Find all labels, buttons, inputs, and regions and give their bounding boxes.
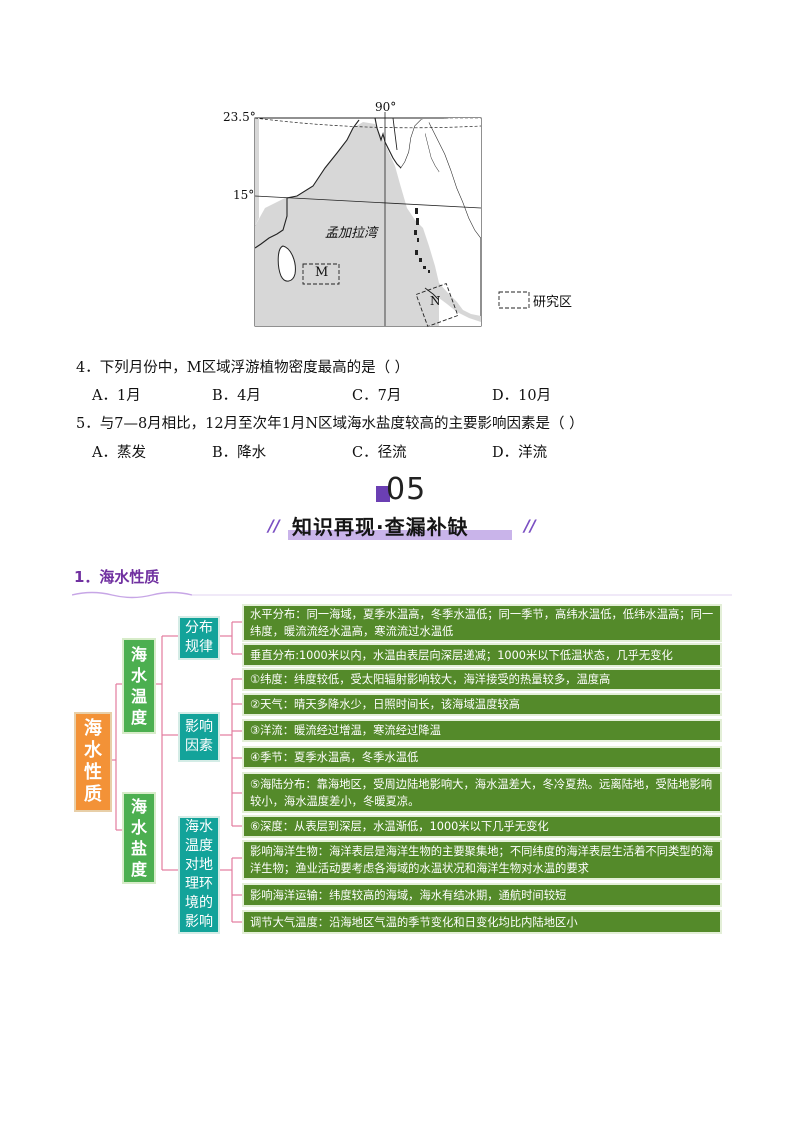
- banner-mark: [376, 486, 390, 502]
- q5-option-c[interactable]: C．径流: [352, 445, 407, 461]
- node-dist-label: 分布规律: [185, 620, 213, 655]
- leaf-currents: ③洋流：暖流经过增温，寒流经过降温: [242, 719, 722, 742]
- section-title: 1．海水性质: [74, 568, 160, 586]
- lon-label: 90°: [375, 100, 397, 114]
- leaf-depth: ⑥深度：从表层到深层，水温渐低，1000米以下几乎无变化: [242, 815, 722, 838]
- andaman-islands: [414, 208, 430, 273]
- leaf-text: 垂直分布:1000米以内，水温由表层向深层递减；1000米以下低温状态，几乎无变…: [250, 648, 673, 662]
- q4-option-b[interactable]: B．4月: [212, 388, 261, 404]
- lat-mid-label: 15°: [233, 188, 255, 202]
- section-divider: [72, 591, 732, 599]
- leaf-text: 影响海洋运输：纬度较高的海域，海水有结冰期，通航时间较短: [250, 888, 567, 902]
- root-label: 海水性质: [84, 718, 102, 805]
- legend-label: 研究区: [533, 295, 573, 310]
- question-4: 4．下列月份中，M区域浮游植物密度最高的是（ ）: [76, 360, 410, 376]
- node-factors: 影响因素: [178, 712, 220, 762]
- leaf-text: ②天气：晴天多降水少，日照时间长，该海域温度较高: [250, 698, 520, 711]
- sea-area: [255, 122, 481, 326]
- mindmap-root: 海水性质: [74, 712, 112, 812]
- zone-n-label: N: [430, 294, 441, 308]
- banner-title: 知识再现·查漏补缺: [292, 515, 469, 539]
- q4-option-a[interactable]: A．1月: [92, 388, 141, 404]
- banner-right-slash: //: [524, 516, 536, 535]
- node-environment-impact: 海水温度对地理环境的影响: [178, 816, 220, 934]
- sri-lanka: [277, 245, 296, 282]
- lat-15-line: [254, 195, 482, 209]
- leaf-horizontal-distribution: 水平分布：同一海域，夏季水温高，冬季水温低；同一季节，高纬水温低，低纬水温高；同…: [242, 604, 722, 642]
- q5-option-d[interactable]: D．洋流: [492, 445, 548, 461]
- bay-of-bengal-map: 23.5° 15° 90° 孟加拉湾 M N 研究区: [223, 98, 595, 330]
- lat-top-label: 23.5°: [223, 110, 256, 124]
- q5-option-a[interactable]: A．蒸发: [92, 445, 146, 461]
- node-factors-label: 影响因素: [185, 719, 213, 754]
- leaf-text: ④季节：夏季水温高，冬季水温低: [250, 751, 419, 764]
- q4-option-d[interactable]: D．10月: [492, 388, 552, 404]
- bay-label: 孟加拉湾: [325, 226, 378, 241]
- banner-left-slash: //: [268, 516, 280, 535]
- node-seawater-temperature: 海水温度: [122, 638, 156, 734]
- leaf-latitude: ①纬度：纬度较低，受太阳辐射影响较大，海洋接受的热量较多，温度高: [242, 668, 722, 691]
- node-salinity-label: 海水盐度: [130, 797, 147, 879]
- leaf-weather: ②天气：晴天多降水少，日照时间长，该海域温度较高: [242, 693, 722, 716]
- node-seawater-salinity: 海水盐度: [122, 792, 156, 884]
- zone-n-box: [415, 282, 459, 328]
- q5-option-b[interactable]: B．降水: [212, 445, 267, 461]
- node-temp-label: 海水温度: [130, 645, 147, 727]
- q4-option-c[interactable]: C．7月: [352, 388, 402, 404]
- leaf-land-sea: ⑤海陆分布：靠海地区，受周边陆地影响大，海水温差大，冬冷夏热。远离陆地，受陆地影…: [242, 772, 722, 813]
- leaf-season: ④季节：夏季水温高，冬季水温低: [242, 746, 722, 769]
- node-env-label: 海水温度对地理环境的影响: [185, 819, 213, 930]
- zone-m-label: M: [315, 265, 329, 280]
- legend-box: [498, 291, 530, 309]
- banner-underline: [288, 530, 512, 540]
- leaf-text: 影响海洋生物：海洋表层是海洋生物的主要聚集地；不同纬度的海洋表层生活着不同类型的…: [250, 845, 714, 875]
- leaf-vertical-distribution: 垂直分布:1000米以内，水温由表层向深层递减；1000米以下低温状态，几乎无变…: [242, 643, 722, 667]
- leaf-text: 水平分布：同一海域，夏季水温高，冬季水温低；同一季节，高纬水温低，低纬水温高；同…: [250, 608, 714, 638]
- question-5: 5．与7—8月相比，12月至次年1月N区域海水盐度较高的主要影响因素是（ ）: [76, 416, 584, 432]
- leaf-air-temperature: 调节大气温度：沿海地区气温的季节变化和日变化均比内陆地区小: [242, 910, 722, 934]
- banner-number: 05: [386, 472, 427, 507]
- leaf-text: ①纬度：纬度较低，受太阳辐射影响较大，海洋接受的热量较多，温度高: [250, 673, 611, 686]
- zone-m-box: [302, 263, 340, 285]
- leaf-text: 调节大气温度：沿海地区气温的季节变化和日变化均比内陆地区小: [250, 915, 578, 929]
- leaf-shipping: 影响海洋运输：纬度较高的海域，海水有结冰期，通航时间较短: [242, 883, 722, 907]
- node-distribution: 分布规律: [178, 616, 220, 660]
- leaf-text: ③洋流：暖流经过增温，寒流经过降温: [250, 724, 441, 737]
- leaf-marine-life: 影响海洋生物：海洋表层是海洋生物的主要聚集地；不同纬度的海洋表层生活着不同类型的…: [242, 840, 722, 880]
- leaf-text: ⑥深度：从表层到深层，水温渐低，1000米以下几乎无变化: [250, 820, 549, 833]
- leaf-text: ⑤海陆分布：靠海地区，受周边陆地影响大，海水温差大，冬冷夏热。远离陆地，受陆地影…: [250, 777, 713, 808]
- map-figure: [254, 112, 530, 328]
